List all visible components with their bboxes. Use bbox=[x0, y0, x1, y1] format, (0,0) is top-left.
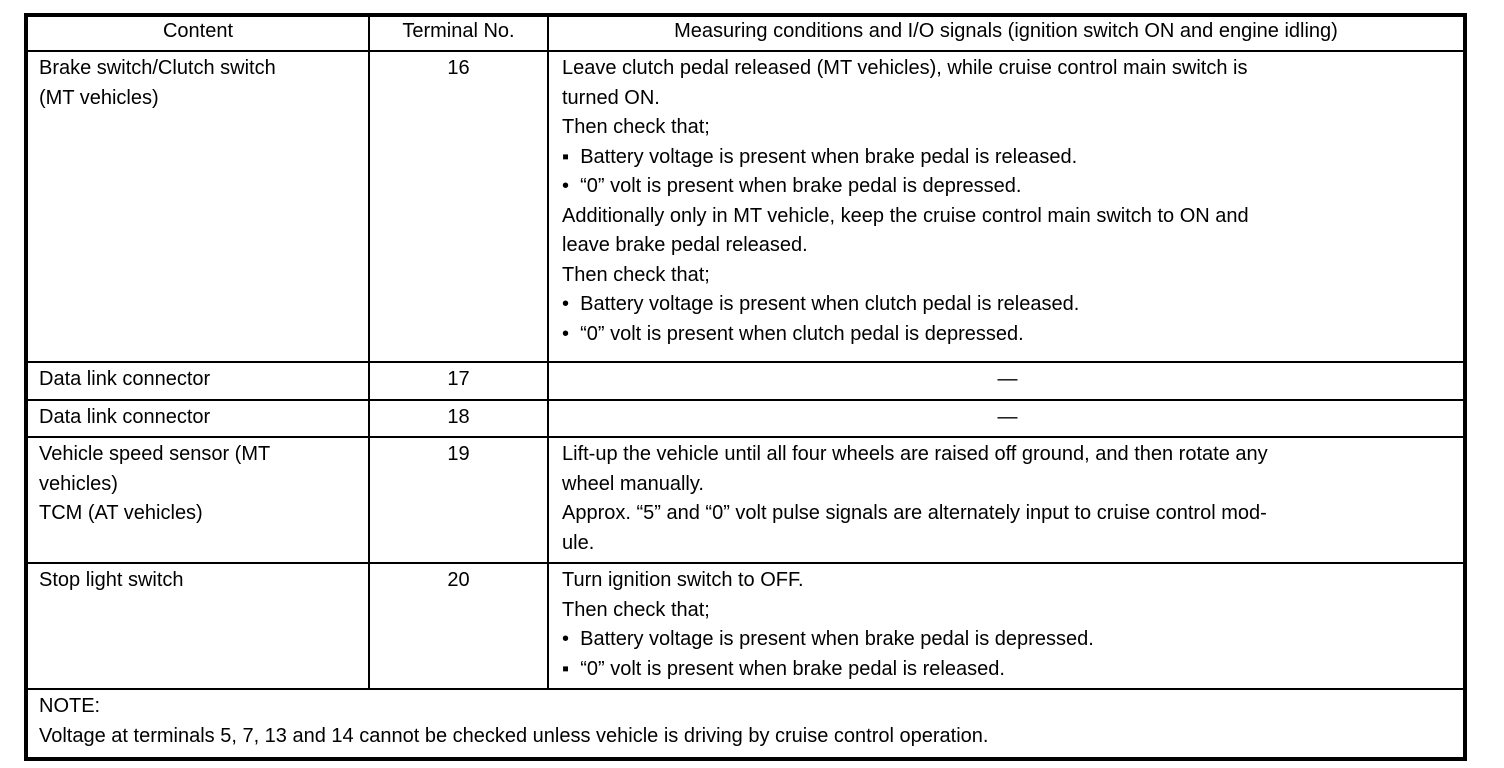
content-cell: Stop light switch bbox=[25, 562, 370, 690]
content-cell: Data link connector bbox=[25, 398, 370, 438]
conditions-cell: Turn ignition switch to OFF. Then check … bbox=[547, 562, 1466, 690]
conditions-cell: — bbox=[547, 361, 1466, 401]
table-row-note: NOTE: Voltage at terminals 5, 7, 13 and … bbox=[25, 688, 1466, 760]
content-cell: Vehicle speed sensor (MT vehicles) TCM (… bbox=[25, 436, 370, 564]
table-row-data-link-connector-18: Data link connector 18 — bbox=[25, 398, 1466, 438]
header-cell-terminal-no: Terminal No. bbox=[368, 14, 549, 52]
table-row-data-link-connector-17: Data link connector 17 — bbox=[25, 361, 1466, 401]
conditions-cell: — bbox=[547, 398, 1466, 438]
table-row-brake-clutch-switch: Brake switch/Clutch switch (MT vehicles)… bbox=[25, 50, 1466, 363]
conditions-cell: Leave clutch pedal released (MT vehicles… bbox=[547, 50, 1466, 363]
terminal-no-cell: 16 bbox=[368, 50, 549, 363]
terminal-no-cell: 20 bbox=[368, 562, 549, 690]
header-cell-content: Content bbox=[25, 14, 370, 52]
table-header-row: Content Terminal No. Measuring condition… bbox=[25, 14, 1466, 52]
terminal-no-cell: 19 bbox=[368, 436, 549, 564]
table-row-stop-light-switch: Stop light switch 20 Turn ignition switc… bbox=[25, 562, 1466, 690]
content-cell: Brake switch/Clutch switch (MT vehicles) bbox=[25, 50, 370, 363]
note-cell: NOTE: Voltage at terminals 5, 7, 13 and … bbox=[25, 688, 1466, 760]
header-cell-measuring-conditions: Measuring conditions and I/O signals (ig… bbox=[547, 14, 1466, 52]
terminal-no-cell: 17 bbox=[368, 361, 549, 401]
terminal-no-cell: 18 bbox=[368, 398, 549, 438]
terminal-spec-table: Content Terminal No. Measuring condition… bbox=[24, 13, 1467, 761]
content-cell: Data link connector bbox=[25, 361, 370, 401]
table-row-vehicle-speed-sensor: Vehicle speed sensor (MT vehicles) TCM (… bbox=[25, 436, 1466, 564]
conditions-cell: Lift-up the vehicle until all four wheel… bbox=[547, 436, 1466, 564]
